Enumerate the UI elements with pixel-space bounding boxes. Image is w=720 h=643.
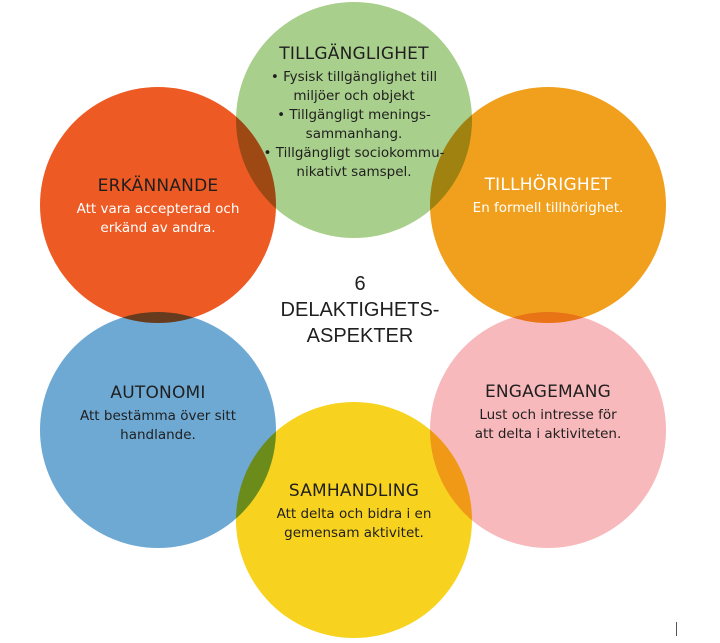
aspect-title: ENGAGEMANG — [484, 382, 612, 402]
center-number: 6 — [354, 273, 366, 295]
circle-engagemang — [430, 312, 666, 548]
aspect-label-autonomi: AUTONOMI Att bestämma över sitt handland… — [58, 383, 258, 445]
aspect-title: TILLHÖRIGHET — [484, 175, 612, 195]
center-line-2: ASPEKTER — [306, 325, 414, 347]
center-title: 6 DELAKTIGHETS- ASPEKTER — [250, 271, 470, 349]
circle-samhandling — [236, 402, 472, 638]
aspect-description: En formell tillhörighet. — [472, 200, 624, 216]
aspect-description: • Fysisk tillgänglighet till miljöer och… — [263, 69, 445, 180]
aspect-description: Att bestämma över sitt handlande. — [80, 408, 236, 443]
aspect-title: ERKÄNNANDE — [97, 176, 219, 196]
aspect-label-erkannande: ERKÄNNANDE Att vara accepterad och erkän… — [56, 176, 260, 238]
aspect-description: Att delta och bidra i en gemensam aktivi… — [276, 506, 432, 541]
corner-divider — [676, 622, 677, 636]
aspect-description: Att vara accepterad och erkänd av andra. — [76, 201, 240, 236]
aspect-label-tillhorighet: TILLHÖRIGHET En formell tillhörighet. — [448, 175, 648, 218]
aspect-label-engagemang: ENGAGEMANG Lust och intresse för att del… — [448, 382, 648, 444]
circle-tillganglighet — [236, 2, 472, 238]
aspect-description: Lust och intresse för att delta i aktivi… — [474, 407, 622, 442]
aspect-title: SAMHANDLING — [288, 481, 420, 501]
aspect-title: TILLGÄNGLIGHET — [279, 44, 429, 64]
aspect-title: AUTONOMI — [110, 383, 206, 403]
circle-tillhorighet — [430, 87, 666, 323]
aspect-label-samhandling: SAMHANDLING Att delta och bidra i en gem… — [254, 481, 454, 543]
circle-erkannande — [40, 87, 276, 323]
aspect-label-tillganglighet: TILLGÄNGLIGHET • Fysisk tillgänglighet t… — [244, 44, 464, 182]
center-line-1: DELAKTIGHETS- — [280, 299, 440, 321]
circle-autonomi — [40, 312, 276, 548]
